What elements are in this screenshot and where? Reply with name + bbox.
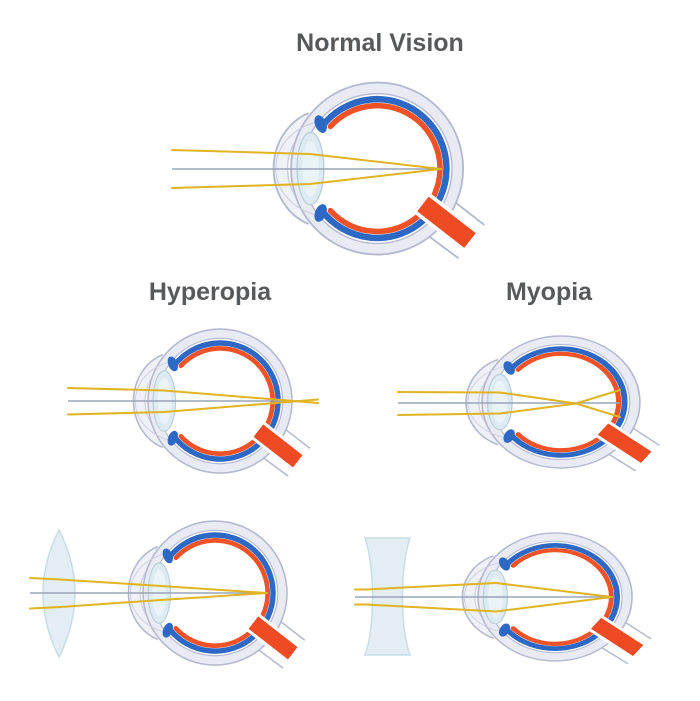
panel-myopia — [397, 336, 659, 471]
title-hyperopia: Hyperopia — [149, 278, 272, 306]
light-ray-bottom-myopia — [397, 389, 621, 416]
eyeball-hyperopia-corrected — [128, 521, 304, 668]
light-ray-bottom-hyperopia — [67, 398, 319, 416]
light-ray-top-myopia — [397, 391, 621, 418]
eyeball-normal — [274, 83, 485, 259]
light-ray-top-normal — [171, 149, 442, 170]
title-myopia: Myopia — [506, 278, 593, 306]
light-ray-top-myopia-corrected — [354, 582, 613, 598]
panel-myopia-corrected — [354, 533, 651, 664]
eyeball-myopia-corrected — [462, 533, 651, 664]
panel-hyperopia — [67, 329, 319, 476]
light-ray-top-hyperopia-corrected — [29, 577, 268, 594]
light-ray-bottom-hyperopia-corrected — [29, 592, 268, 610]
light-ray-bottom-myopia-corrected — [354, 596, 613, 613]
title-normal-vision: Normal Vision — [296, 29, 464, 57]
panel-hyperopia-corrected — [29, 521, 305, 668]
light-ray-top-hyperopia — [67, 387, 319, 404]
light-ray-bottom-normal — [171, 168, 442, 189]
panel-normal-vision — [171, 83, 485, 259]
